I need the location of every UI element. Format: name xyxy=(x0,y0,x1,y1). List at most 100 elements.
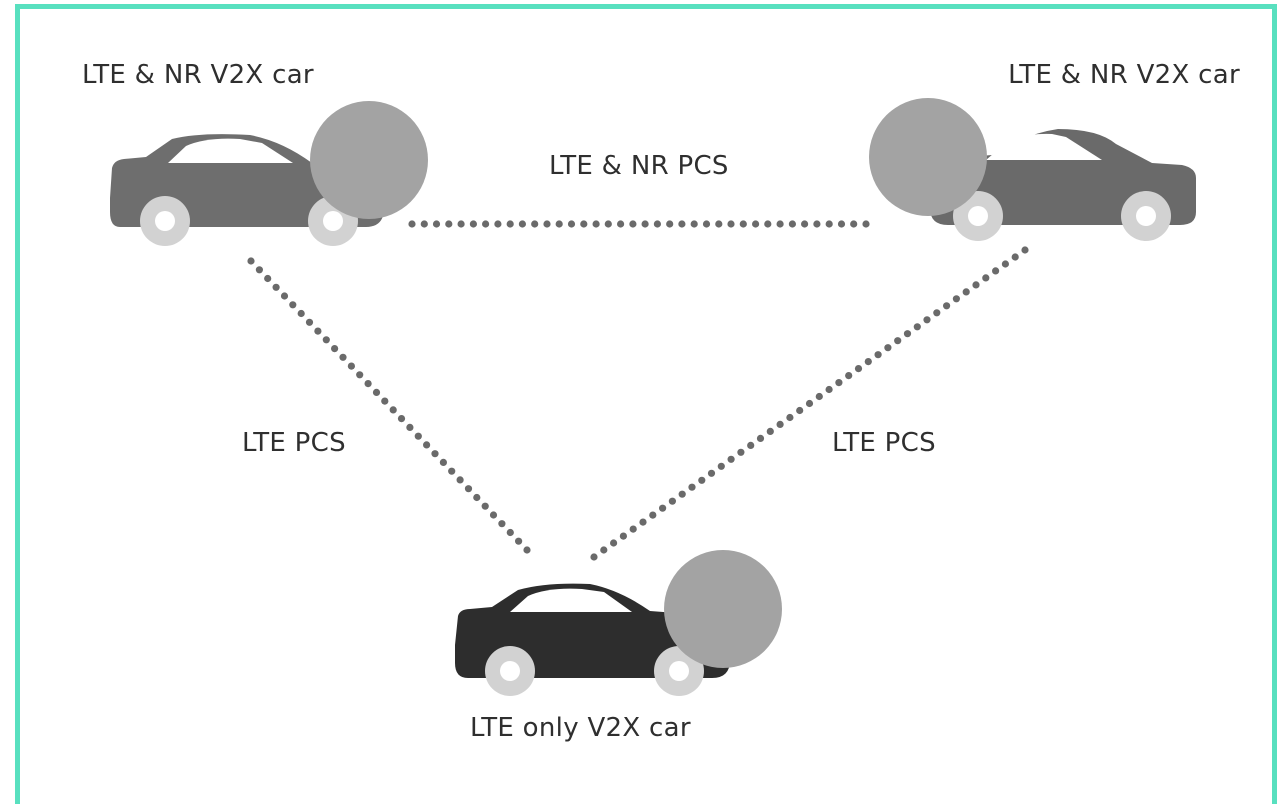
link-dot xyxy=(972,281,980,289)
link-dot xyxy=(982,274,990,282)
link-dot xyxy=(933,309,941,317)
link-dot xyxy=(739,220,747,228)
link-dot xyxy=(339,353,347,361)
link-dot xyxy=(617,220,625,228)
link-dot xyxy=(850,220,858,228)
car-icon xyxy=(930,129,1196,241)
link-dot xyxy=(247,257,255,265)
link-dot xyxy=(305,318,314,326)
link-dot xyxy=(690,220,698,228)
link-dot xyxy=(406,423,414,431)
car-top-left xyxy=(110,101,428,246)
link-dot xyxy=(766,427,774,435)
car-bottom-label: LTE only V2X car xyxy=(470,713,691,743)
link-dot xyxy=(432,220,441,228)
link-dot xyxy=(962,288,970,296)
link-dot xyxy=(952,295,961,303)
link-dot xyxy=(776,220,784,228)
link-dot xyxy=(619,532,628,540)
link-dot xyxy=(715,220,723,228)
link-dot xyxy=(813,220,821,228)
link-dot xyxy=(610,539,618,547)
link-dot xyxy=(649,511,657,519)
link-dot xyxy=(629,525,637,533)
link-dot xyxy=(786,413,794,422)
link-dot xyxy=(331,345,339,353)
link-right-label: LTE PCS xyxy=(832,428,936,458)
link-dot xyxy=(862,220,870,228)
link-dot xyxy=(604,220,612,228)
link-dot xyxy=(439,458,447,466)
link-dot xyxy=(590,553,598,561)
link-top-dotted-line xyxy=(408,220,870,228)
link-dot xyxy=(600,546,608,554)
link-dot xyxy=(372,388,381,396)
link-dot xyxy=(884,344,892,352)
link-dot xyxy=(629,220,637,228)
link-dot xyxy=(874,351,882,359)
link-dot xyxy=(555,220,563,228)
link-dot xyxy=(518,220,527,228)
link-dot xyxy=(280,292,289,300)
link-dot xyxy=(659,504,667,512)
link-dot xyxy=(289,301,297,309)
link-dot xyxy=(356,371,364,379)
link-dot xyxy=(456,476,464,484)
link-dot xyxy=(825,220,833,228)
link-dot xyxy=(506,528,514,537)
link-dot xyxy=(737,448,745,456)
link-dot xyxy=(747,441,755,449)
link-dot xyxy=(506,220,514,228)
link-dot xyxy=(457,220,465,228)
link-dot xyxy=(423,441,431,449)
link-dot xyxy=(668,497,677,505)
link-dot xyxy=(764,220,772,228)
link-dot xyxy=(464,485,473,493)
link-dot xyxy=(653,220,662,228)
link-dot xyxy=(727,220,735,228)
antenna-circle xyxy=(310,101,428,219)
link-dot xyxy=(347,362,355,370)
link-dot xyxy=(702,220,711,228)
link-left-label: LTE PCS xyxy=(242,428,346,458)
link-dot xyxy=(788,220,797,228)
car-top-right xyxy=(869,98,1196,241)
link-dot xyxy=(864,358,872,366)
link-dot xyxy=(923,316,931,324)
link-dot xyxy=(641,220,649,228)
antenna-circle xyxy=(664,550,782,668)
link-dot xyxy=(498,520,506,528)
diagram-frame xyxy=(15,4,1277,804)
link-dot xyxy=(903,330,912,338)
link-dot xyxy=(1011,253,1019,261)
link-dot xyxy=(688,483,696,491)
link-dot xyxy=(482,220,490,228)
link-dot xyxy=(698,476,706,484)
antenna-circle xyxy=(869,98,987,216)
link-dot xyxy=(592,220,600,228)
link-dot xyxy=(639,518,647,526)
link-dot xyxy=(756,434,765,442)
link-dot xyxy=(473,493,481,502)
link-dot xyxy=(1021,246,1029,254)
link-dot xyxy=(531,220,539,228)
link-dot xyxy=(364,380,372,388)
link-dot xyxy=(272,283,280,291)
link-dot xyxy=(297,309,305,318)
link-dot xyxy=(523,546,531,554)
link-right-dotted-line xyxy=(590,246,1029,561)
car-top-right-label: LTE & NR V2X car xyxy=(1008,60,1240,90)
link-dot xyxy=(776,420,784,428)
link-dot xyxy=(796,406,804,415)
link-dot xyxy=(420,220,428,228)
link-dot xyxy=(707,469,716,477)
link-dot xyxy=(481,502,489,510)
link-dot xyxy=(717,462,725,470)
link-left-dotted-line xyxy=(247,257,531,554)
car-bottom xyxy=(455,550,782,696)
link-dot xyxy=(314,327,322,335)
link-dot xyxy=(943,302,951,310)
link-dot xyxy=(678,490,686,498)
link-dot xyxy=(469,220,477,228)
